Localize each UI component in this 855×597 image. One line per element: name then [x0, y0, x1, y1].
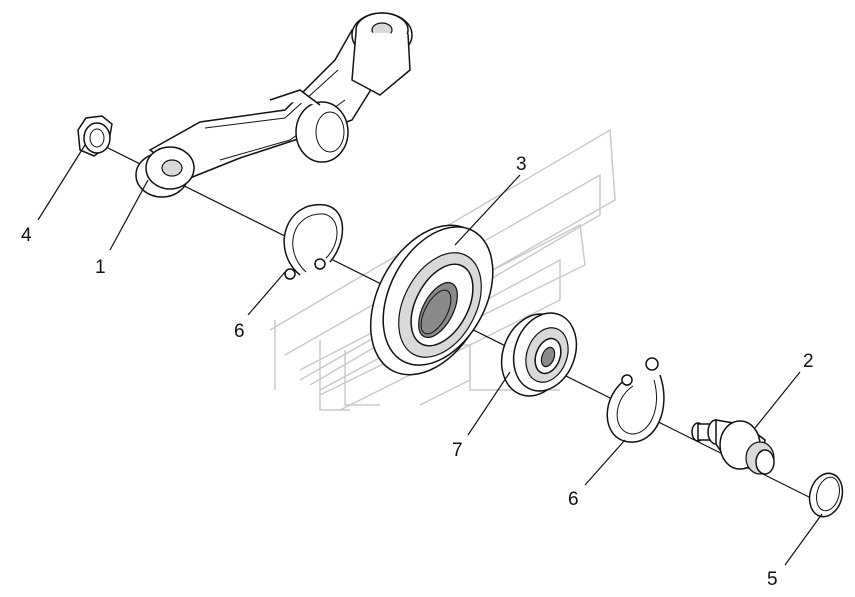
retaining-ring-left: [283, 204, 344, 280]
pin-stud: [691, 419, 775, 475]
leader-lines: [37, 144, 823, 566]
callout-6a: 6: [234, 321, 245, 342]
lever-arm: [135, 12, 413, 198]
callout-3: 3: [516, 154, 527, 175]
callout-6b: 6: [568, 489, 579, 510]
callout-7: 7: [452, 440, 463, 461]
callout-2: 2: [803, 351, 814, 372]
callout-4: 4: [21, 225, 32, 246]
callout-1: 1: [95, 257, 106, 278]
callout-5: 5: [767, 569, 778, 590]
seal-ring: [369, 224, 494, 376]
snap-ring: [808, 472, 844, 518]
hex-nut: [77, 115, 113, 157]
retaining-ring-right: [606, 357, 665, 443]
bearing: [500, 312, 578, 397]
